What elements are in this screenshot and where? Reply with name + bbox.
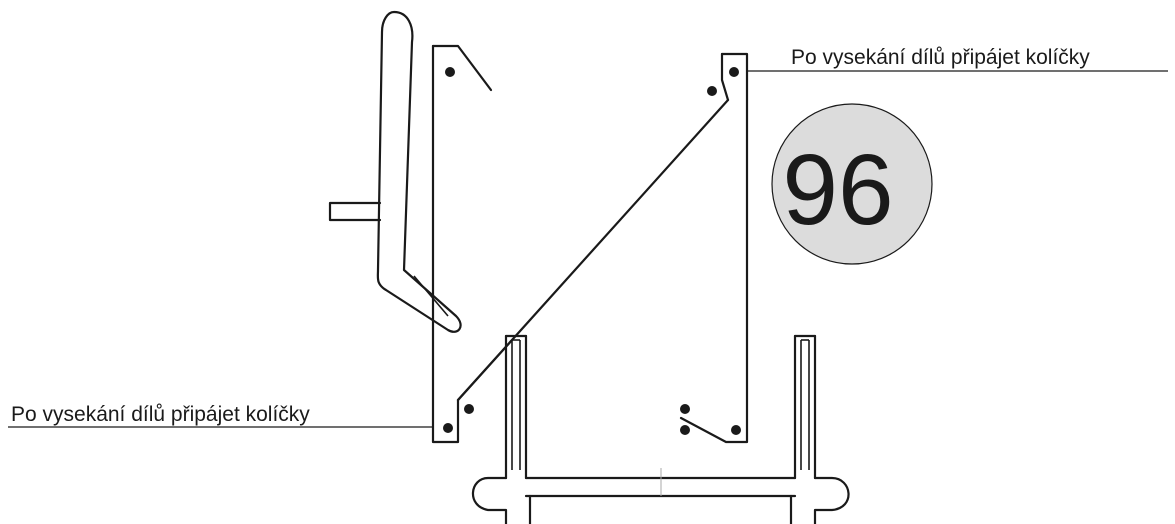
diagonal-brace	[456, 98, 730, 402]
hole	[680, 404, 690, 414]
hole	[729, 67, 739, 77]
annotation-top-right: Po vysekání dílů připájet kolíčky	[791, 46, 1090, 69]
lever-tab	[328, 201, 382, 222]
hole	[731, 425, 741, 435]
left-strip-part	[431, 44, 493, 92]
hole	[464, 404, 474, 414]
lever-inner-line	[413, 275, 449, 317]
page-number-badge: 96	[771, 103, 933, 265]
annotation-bottom-left: Po vysekání dílů připájet kolíčky	[11, 403, 310, 426]
lever-part	[376, 10, 462, 333]
right-strip-part	[679, 52, 749, 444]
hole	[680, 425, 690, 435]
hole	[707, 86, 717, 96]
base-frame-part	[471, 334, 850, 524]
hole	[445, 67, 455, 77]
hole	[443, 423, 453, 433]
page-number: 96	[782, 134, 893, 246]
right-strip-top	[720, 52, 730, 102]
